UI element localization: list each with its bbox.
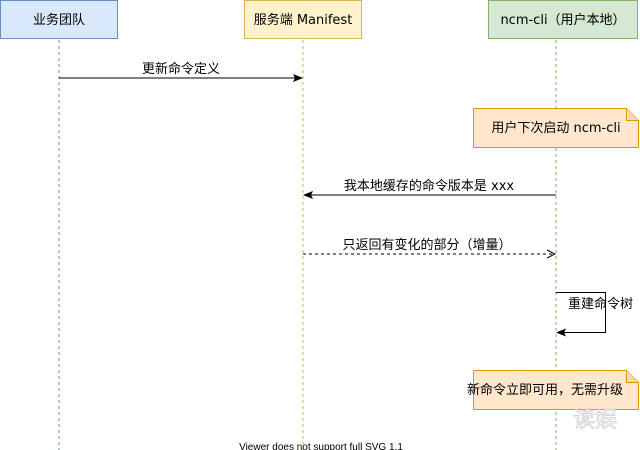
participant-server[interactable]: 服务端 Manifest [244, 0, 362, 39]
message-arrow [556, 292, 606, 337]
watermark: 读娱 [573, 408, 617, 433]
note-fold-icon [626, 108, 639, 121]
note-shape [473, 108, 639, 148]
participant-cli[interactable]: ncm-cli（用户本地） [488, 0, 638, 39]
message-label: 更新命令定义 [142, 61, 220, 77]
message-label: 我本地缓存的命令版本是 xxx [344, 178, 515, 194]
message-return-delta[interactable]: 只返回有变化的部分（增量） [303, 237, 555, 254]
participant-team[interactable]: 业务团队 [0, 0, 118, 39]
message-rebuild-tree[interactable]: 重建命令树 [556, 292, 633, 337]
note-user-launch[interactable]: 用户下次启动 ncm-cli [473, 108, 639, 148]
message-label: 重建命令树 [568, 296, 633, 312]
note-fold-icon [626, 370, 639, 383]
note-command-available[interactable]: 新命令立即可用，无需升级 [467, 370, 639, 410]
message-label: 只返回有变化的部分（增量） [342, 237, 511, 253]
note-shape [473, 370, 639, 410]
message-report-version[interactable]: 我本地缓存的命令版本是 xxx [303, 178, 556, 199]
participant-server-label: 服务端 Manifest [254, 12, 353, 28]
note-label: 用户下次启动 ncm-cli [491, 120, 620, 136]
participant-cli-label: ncm-cli（用户本地） [500, 12, 625, 28]
svg-support-footer[interactable]: Viewer does not support full SVG 1.1 [239, 442, 403, 450]
message-update-definition[interactable]: 更新命令定义 [59, 61, 303, 82]
participant-team-label: 业务团队 [33, 12, 85, 28]
note-label: 新命令立即可用，无需升级 [467, 382, 623, 398]
